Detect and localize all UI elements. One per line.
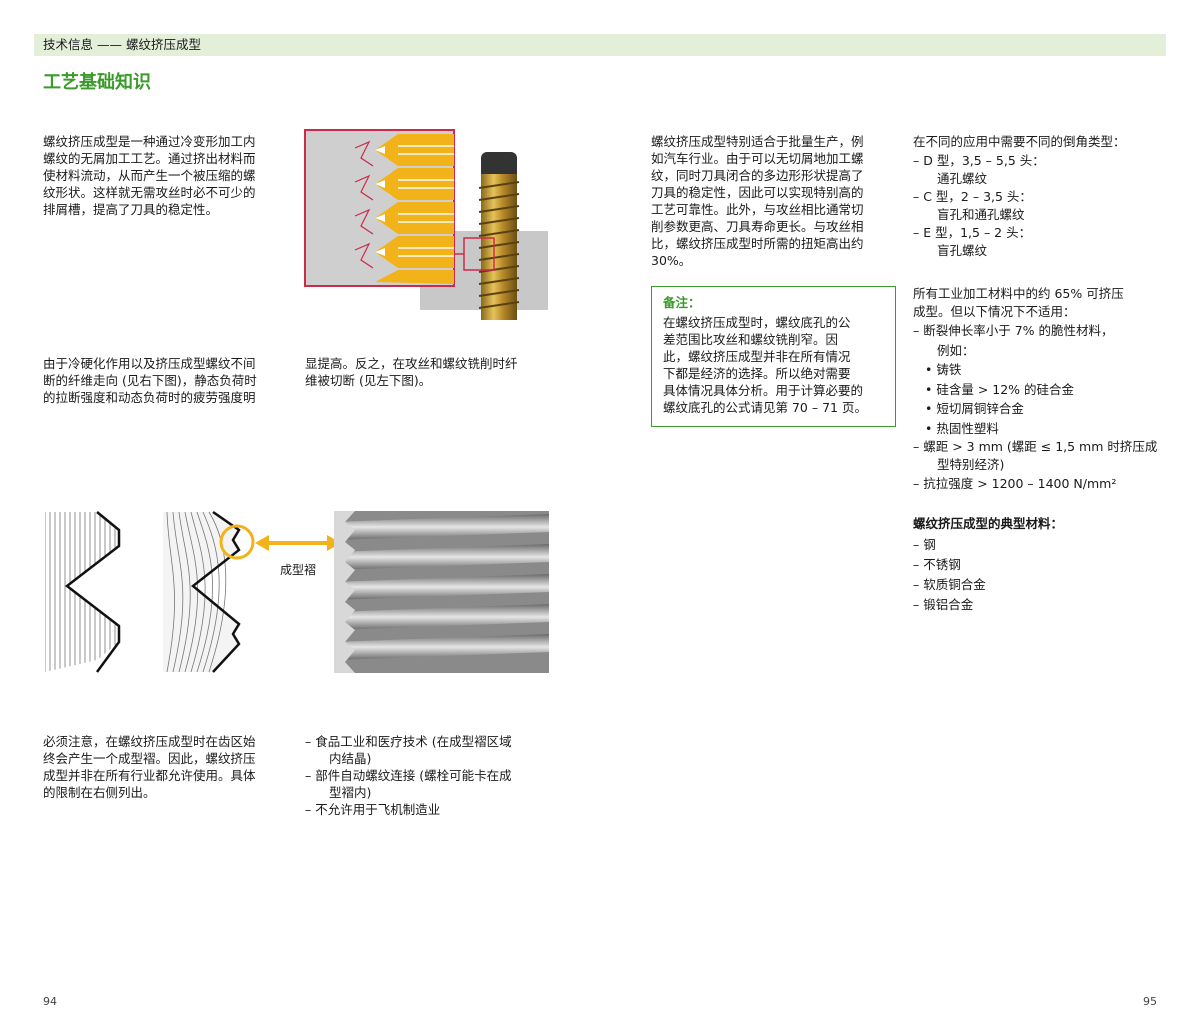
white-tips [375, 146, 385, 256]
text-line: 使材料流动，从而产生一个被压缩的螺 [43, 168, 256, 183]
fiber-comparison-figure [45, 510, 549, 673]
text-line: 排屑槽，提高了刀具的稳定性。 [43, 202, 219, 217]
list-item: • 硅含量 > 12% 的硅合金 [925, 381, 1075, 397]
notice-paragraph: 必须注意，在螺纹挤压成型时在齿区始 终会产生一个成型褶。因此，螺纹挤压 成型并非… [43, 733, 287, 801]
page-number-left: 94 [43, 995, 57, 1008]
chamfer-intro: 在不同的应用中需要不同的倒角类型： [913, 134, 1126, 149]
list-item: – C 型，2 – 3,5 头：盲孔和通孔螺纹 [913, 189, 1032, 222]
text-line: 具体情况具体分析。用于计算必要的 [663, 383, 864, 398]
text-line: 差范围比攻丝和螺纹铣削窄。因 [663, 332, 839, 347]
thread-teeth [375, 134, 454, 284]
mass-production-paragraph: 螺纹挤压成型特别适合于批量生产，例 如汽车行业。由于可以无切屑地加工螺 纹，同时… [651, 133, 895, 269]
text-line: 工艺可靠性。此外，与攻丝相比通常切 [651, 202, 864, 217]
note-text: 在螺纹挤压成型时，螺纹底孔的公 差范围比攻丝和螺纹铣削窄。因 此，螺纹挤压成型并… [663, 314, 884, 416]
fold-highlight-circle [219, 524, 255, 560]
list-item: • 铸铁 [925, 362, 962, 377]
list-item: – 断裂伸长率小于 7% 的脆性材料，例如： [913, 323, 1114, 358]
text-line: 所有工业加工材料中的约 65% 可挤压 [913, 286, 1124, 301]
text-line: 维被切断 (见左下图)。 [305, 373, 432, 388]
text-line: 的限制在右侧列出。 [43, 785, 156, 800]
typical-materials-list: – 钢 – 不锈钢 – 软质铜合金 – 锻铝合金 [913, 535, 1163, 615]
list-item: • 热固性塑料 [925, 420, 999, 436]
text-line: 比，螺纹挤压成型时所需的扭矩高出约 [651, 236, 864, 251]
text-line: 螺纹的无屑加工工艺。通过挤出材料而 [43, 151, 256, 166]
text-line: 断的纤维走向 (见右下图)，静态负荷时 [43, 373, 257, 388]
flow-arrows [354, 140, 374, 269]
list-item: • 短切屑铜锌合金 [925, 401, 1024, 416]
text-line: 此，螺纹挤压成型并非在所有情况 [663, 349, 851, 364]
text-line: 终会产生一个成型褶。因此，螺纹挤压 [43, 751, 256, 766]
hardening-paragraph-b: 显提高。反之，在攻丝和螺纹铣削时纤 维被切断 (见左下图)。 [305, 355, 549, 389]
text-line: 纹，同时刀具闭合的多边形形状提高了 [651, 168, 864, 183]
fold-label: 成型褶 [280, 563, 317, 577]
list-item: – 软质铜合金 [913, 577, 986, 592]
text-line: 成型。但以下情况下不适用： [913, 304, 1076, 319]
text-line: 的拉断强度和动态负荷时的疲劳强度明 [43, 390, 256, 405]
list-item: – E 型，1,5 – 2 头：盲孔螺纹 [913, 225, 1032, 258]
applicability-paragraph: 所有工业加工材料中的约 65% 可挤压 成型。但以下情况下不适用： [913, 285, 1163, 321]
text-line: 下都是经济的选择。所以绝对需要 [663, 366, 851, 381]
chamfer-types-list: – D 型，3,5 – 5,5 头：通孔螺纹 – C 型，2 – 3,5 头：盲… [913, 152, 1163, 260]
intro-paragraph: 螺纹挤压成型是一种通过冷变形加工内 螺纹的无屑加工工艺。通过挤出材料而 使材料流… [43, 133, 287, 218]
header-bar: 技术信息 —— 螺纹挤压成型 [34, 34, 1166, 56]
note-title: 备注： [663, 295, 701, 310]
tool-illustration [304, 129, 548, 320]
header-title: 技术信息 —— 螺纹挤压成型 [43, 37, 201, 52]
list-item: – 抗拉强度 > 1200 – 1400 N/mm² [913, 476, 1117, 491]
list-item: – D 型，3,5 – 5,5 头：通孔螺纹 [913, 153, 1045, 186]
text-line: 削参数更高、刀具寿命更长。与攻丝相 [651, 219, 864, 234]
list-item: – 不锈钢 [913, 557, 961, 572]
text-line: 螺纹底孔的公式请见第 70 – 71 页。 [663, 400, 867, 415]
text-line: 刀具的稳定性，因此可以实现特别高的 [651, 185, 864, 200]
thread-photo [334, 511, 549, 673]
list-item: – 部件自动螺纹连接 (螺栓可能卡在成型褶内) [305, 768, 512, 800]
hardening-paragraph-a: 由于冷硬化作用以及挤压成型螺纹不间 断的纤维走向 (见右下图)，静态负荷时 的拉… [43, 355, 287, 406]
text-line: 纹形状。这样就无需攻丝时必不可少的 [43, 185, 256, 200]
text-line: 30%。 [651, 253, 692, 268]
text-line: 由于冷硬化作用以及挤压成型螺纹不间 [43, 356, 256, 371]
list-item: – 不允许用于飞机制造业 [305, 802, 441, 817]
formed-thread-fibers [163, 510, 241, 673]
text-line: 显提高。反之，在攻丝和螺纹铣削时纤 [305, 356, 518, 371]
text-line: 成型并非在所有行业都允许使用。具体 [43, 768, 256, 783]
cut-thread-fibers [45, 511, 121, 673]
restrictions-list: – 食品工业和医疗技术 (在成型褶区域内结晶) – 部件自动螺纹连接 (螺栓可能… [305, 733, 551, 818]
text-line: 螺纹挤压成型特别适合于批量生产，例 [651, 134, 864, 149]
list-item: – 锻铝合金 [913, 597, 974, 612]
list-item: – 食品工业和医疗技术 (在成型褶区域内结晶) [305, 734, 512, 766]
double-arrow-icon [255, 535, 341, 551]
list-item: – 螺距 > 3 mm (螺距 ≤ 1,5 mm 时挤压成型特别经济) [913, 439, 1158, 472]
text-line: 必须注意，在螺纹挤压成型时在齿区始 [43, 734, 256, 749]
list-item: – 钢 [913, 537, 936, 552]
text-line: 如汽车行业。由于可以无切屑地加工螺 [651, 151, 864, 166]
tap-tool [478, 152, 520, 320]
page-title: 工艺基础知识 [43, 72, 151, 93]
exceptions-list: – 断裂伸长率小于 7% 的脆性材料，例如： • 铸铁 • 硅含量 > 12% … [913, 321, 1163, 494]
typical-materials-title: 螺纹挤压成型的典型材料： [913, 516, 1064, 531]
text-line: 螺纹挤压成型是一种通过冷变形加工内 [43, 134, 256, 149]
note-box: 备注： 在螺纹挤压成型时，螺纹底孔的公 差范围比攻丝和螺纹铣削窄。因 此，螺纹挤… [651, 286, 896, 427]
page-number-right: 95 [1143, 995, 1157, 1008]
text-line: 在螺纹挤压成型时，螺纹底孔的公 [663, 315, 851, 330]
